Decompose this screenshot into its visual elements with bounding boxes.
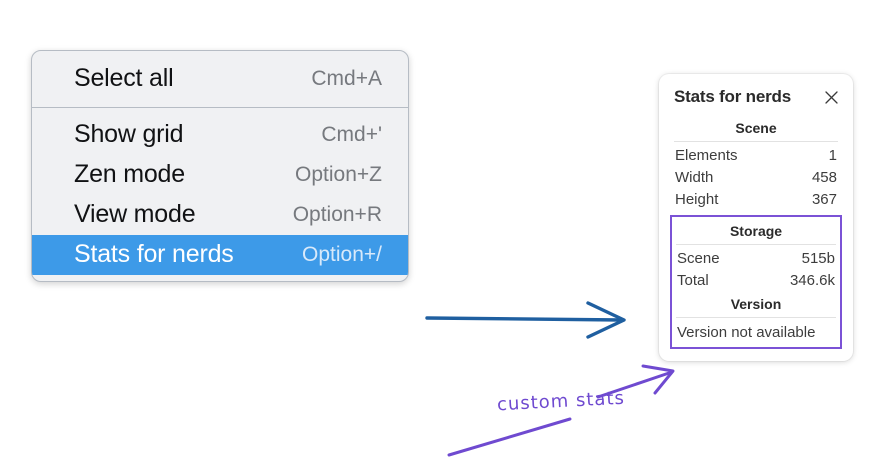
divider [676, 317, 836, 318]
stats-for-nerds-panel: Stats for nerds Scene Elements 1 Width 4… [659, 74, 853, 361]
stats-group-version: Version Version not available [672, 292, 840, 343]
stat-key: Elements [675, 147, 738, 164]
menu-item-shortcut: Cmd+A [311, 66, 382, 90]
stats-group-title: Scene [735, 120, 777, 136]
stat-row: Elements 1 [670, 145, 842, 167]
purple-underline-stroke [447, 417, 572, 457]
stat-value: 515b [801, 250, 835, 267]
stat-key: Total [677, 272, 709, 289]
menu-item-shortcut: Option+Z [295, 162, 382, 186]
close-icon[interactable] [823, 89, 840, 106]
version-note: Version not available [677, 324, 816, 341]
custom-stats-highlight-box: Storage Scene 515b Total 346.6k Version … [670, 215, 842, 349]
menu-item-shortcut: Option+/ [302, 242, 382, 266]
stat-key: Scene [677, 250, 720, 267]
menu-item-shortcut: Option+R [292, 202, 382, 226]
menu-item-stats-for-nerds[interactable]: Stats for nerds Option+/ [32, 235, 408, 275]
menu-item-show-grid[interactable]: Show grid Cmd+' [32, 115, 408, 155]
menu-item-label: Stats for nerds [74, 240, 234, 268]
stat-row: Scene 515b [672, 248, 840, 270]
handwritten-annotation-custom-stats: custom stats [496, 387, 626, 416]
stat-value: 346.6k [789, 272, 835, 289]
stats-group-title: Version [730, 296, 782, 312]
divider [674, 141, 838, 142]
stat-row: Width 458 [670, 167, 842, 189]
menu-section-1: Select all Cmd+A [32, 51, 408, 107]
stat-row: Total 346.6k [672, 270, 840, 292]
stats-panel-header: Stats for nerds [670, 85, 842, 107]
stat-value: 458 [811, 169, 837, 186]
menu-item-select-all[interactable]: Select all Cmd+A [32, 58, 408, 101]
menu-item-label: View mode [74, 200, 196, 228]
stat-key: Height [675, 191, 719, 208]
stats-group-scene: Scene Elements 1 Width 458 Height 367 [670, 117, 842, 211]
stat-row: Height 367 [670, 189, 842, 211]
stats-group-title: Storage [729, 223, 783, 239]
context-menu[interactable]: Select all Cmd+A Show grid Cmd+' Zen mod… [31, 50, 409, 282]
menu-item-shortcut: Cmd+' [321, 122, 382, 146]
stats-panel-title: Stats for nerds [674, 87, 791, 106]
menu-item-zen-mode[interactable]: Zen mode Option+Z [32, 155, 408, 195]
divider [676, 244, 836, 245]
blue-arrow-menu-to-panel [425, 301, 626, 339]
stat-key: Width [675, 169, 714, 186]
stat-value: 1 [828, 147, 837, 164]
menu-item-label: Zen mode [74, 160, 185, 188]
menu-section-2: Show grid Cmd+' Zen mode Option+Z View m… [32, 107, 408, 281]
menu-item-label: Select all [74, 64, 174, 92]
menu-item-label: Show grid [74, 120, 184, 148]
menu-item-view-mode[interactable]: View mode Option+R [32, 195, 408, 235]
stat-value: 367 [811, 191, 837, 208]
stats-group-storage: Storage Scene 515b Total 346.6k [672, 219, 840, 292]
